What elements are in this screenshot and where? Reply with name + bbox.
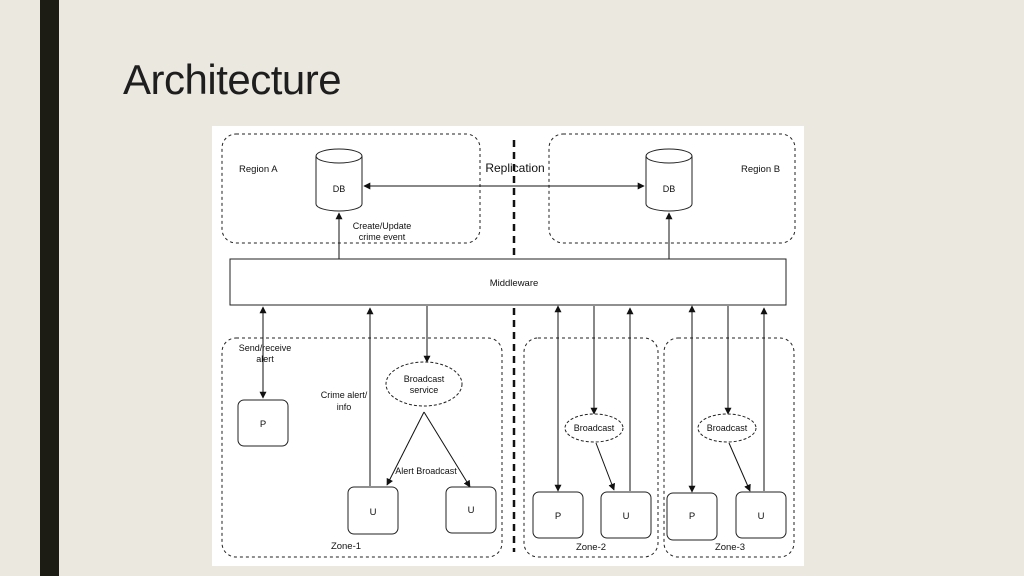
region-a-label: Region A (239, 164, 278, 175)
zone-2-label: Zone-2 (576, 542, 606, 553)
zone-2-p-node (532, 491, 584, 539)
replication-label: Replication (485, 161, 544, 175)
region-b-box (548, 133, 796, 244)
db-b-cylinder (645, 148, 693, 212)
zone-3-label: Zone-3 (715, 542, 745, 553)
zone-1-box (221, 337, 503, 558)
zone-2-u-node (600, 491, 652, 539)
alert-broadcast-label: Alert Broadcast (395, 466, 457, 476)
region-b-label: Region B (741, 164, 780, 175)
broadcast-service-label-2: service (410, 385, 439, 395)
zone-2-u-label: U (623, 511, 630, 522)
zone-2-box (523, 337, 659, 558)
zone-1-label: Zone-1 (331, 541, 361, 552)
zone-3-broadcast-label: Broadcast (707, 423, 748, 433)
zone-3-broadcast-to-u-arrow (728, 442, 751, 492)
zone-1-u-node-1 (347, 486, 399, 535)
alert-broadcast-arrow-right (423, 411, 471, 488)
zone-3-broadcast-node (697, 413, 757, 443)
db-a-cylinder (315, 148, 363, 212)
middleware-label: Middleware (490, 278, 539, 289)
slide-title: Architecture (123, 56, 342, 103)
zone-1-p-node (237, 399, 289, 447)
broadcast-service-node (385, 361, 463, 407)
zone-3-box (663, 337, 795, 558)
zone-1-p-label: P (260, 419, 266, 430)
zone-2-p-label: P (555, 511, 561, 522)
zone-1-u-label-1: U (370, 507, 377, 518)
send-receive-label-2: alert (256, 354, 274, 364)
send-receive-label-1: Send/receive (239, 343, 292, 353)
create-update-label-2: crime event (359, 232, 406, 242)
zone-2-broadcast-label: Broadcast (574, 423, 615, 433)
accent-bar (40, 0, 59, 576)
crime-alert-label-1: Crime alert/ (321, 390, 368, 400)
zone-3-p-label: P (689, 511, 695, 522)
architecture-diagram: Replication Region A Region B DB DB Crea… (212, 126, 804, 566)
zone-2-broadcast-to-u-arrow (595, 442, 616, 491)
db-b-label: DB (663, 184, 676, 194)
zone-1-u-node-2 (445, 486, 497, 534)
zone-3-p-node (666, 492, 718, 541)
broadcast-service-label-1: Broadcast (404, 374, 445, 384)
zone-3-u-node (735, 491, 787, 539)
region-a-box (221, 133, 481, 244)
zone-2-broadcast-node (564, 413, 624, 443)
db-a-label: DB (333, 184, 346, 194)
zone-1-u-label-2: U (468, 505, 475, 516)
zone-3-u-label: U (758, 511, 765, 522)
crime-alert-label-2: info (337, 402, 352, 412)
alert-broadcast-arrow-left (386, 411, 425, 486)
middleware-box (229, 258, 787, 306)
create-update-label-1: Create/Update (353, 221, 412, 231)
